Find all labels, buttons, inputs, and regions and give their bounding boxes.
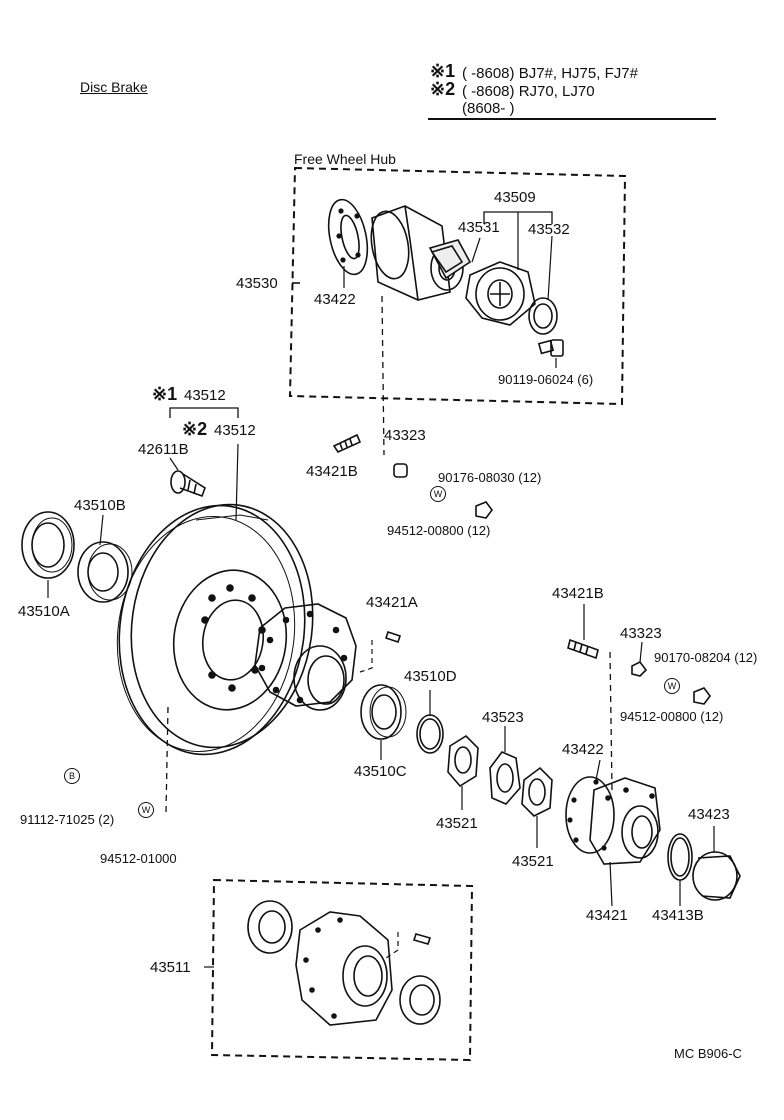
gasket-43422-top <box>327 198 369 276</box>
label-43421: 43421 <box>586 907 628 924</box>
hub-cap-43423 <box>692 851 741 901</box>
knob-43509 <box>465 261 536 326</box>
free-wheel-hub-label: Free Wheel Hub <box>294 151 396 167</box>
label-43323-top: 43323 <box>384 427 426 444</box>
label-43521-b: 43521 <box>512 853 554 870</box>
snap-ring-43413b <box>667 833 693 881</box>
note1-mark: ※1 <box>430 61 456 81</box>
label-43323-right: 43323 <box>620 625 662 642</box>
nut-43323-top <box>393 463 408 478</box>
note2-text: ( -8608) RJ70, LJ70 <box>462 83 595 100</box>
free-wheel-hub-box <box>288 166 627 406</box>
stud-43421b-right <box>567 638 599 660</box>
label-91112: 91112-71025 (2) <box>20 812 115 827</box>
label-43422-right: 43422 <box>562 741 604 758</box>
label-43531: 43531 <box>458 219 500 236</box>
brake-disc-43512 <box>116 503 314 756</box>
flange-43422-right <box>565 776 615 854</box>
outer-bearing-43511 <box>247 900 293 954</box>
bolt-badge: B <box>64 768 80 784</box>
axle-hub-center <box>254 603 357 711</box>
label-43532: 43532 <box>528 221 570 238</box>
hub-assembly-box <box>210 878 474 1062</box>
note3-text: (8608- ) <box>462 100 515 117</box>
label-43509: 43509 <box>494 189 536 206</box>
label-43511: 43511 <box>150 959 191 976</box>
inner-bearing-43511 <box>399 975 441 1025</box>
washer-badge-top: W <box>430 486 446 502</box>
label-43512-a-mark: ※1 <box>152 384 178 404</box>
pin-43511 <box>412 933 432 945</box>
label-43421b-top: 43421B <box>306 463 358 480</box>
lock-washer-43523 <box>489 751 521 805</box>
bolt-90119 <box>537 339 564 357</box>
label-43512-b: 43512 <box>214 422 256 439</box>
label-90170: 90170-08204 (12) <box>654 650 758 665</box>
label-43510d: 43510D <box>404 668 457 685</box>
label-43523: 43523 <box>482 709 524 726</box>
clutch-43531 <box>428 239 472 280</box>
label-43521-a: 43521 <box>436 815 478 832</box>
bearing-43510c <box>360 684 407 740</box>
label-94512-top: 94512-00800 (12) <box>387 523 491 538</box>
label-43422-top: 43422 <box>314 291 356 308</box>
oil-seal-43510a <box>21 511 75 579</box>
label-43423: 43423 <box>688 806 730 823</box>
label-90176: 90176-08030 (12) <box>438 470 542 485</box>
footer-code: MC B906-C <box>674 1046 742 1061</box>
label-43530: 43530 <box>236 275 278 292</box>
label-43512-b-mark: ※2 <box>182 419 208 439</box>
label-43421b-right: 43421B <box>552 585 604 602</box>
label-43510b: 43510B <box>74 497 126 514</box>
ring-43532 <box>528 297 558 335</box>
label-90119: 90119-06024 (6) <box>498 372 594 387</box>
section-title: Disc Brake <box>80 79 148 95</box>
hub-subassy-43511 <box>295 911 393 1026</box>
nut-90176-top <box>475 501 493 519</box>
drive-flange-43421 <box>589 777 661 865</box>
label-42611b: 42611B <box>138 441 189 458</box>
snap-ring-43510d <box>416 714 444 754</box>
nut-43323-right <box>631 660 648 677</box>
label-43421a: 43421A <box>366 594 418 611</box>
label-94512-01000: 94512-01000 <box>100 851 177 866</box>
label-43413b: 43413B <box>652 907 704 924</box>
knock-pin-43421a <box>384 630 402 644</box>
bearing-43510b <box>77 541 133 603</box>
label-94512-right: 94512-00800 (12) <box>620 709 724 724</box>
stud-43421b-top <box>332 433 362 454</box>
note1-text: ( -8608) BJ7#, HJ75, FJ7# <box>462 65 638 82</box>
washer-badge-right: W <box>664 678 680 694</box>
hub-bolt-42611b <box>170 470 206 498</box>
label-43510c: 43510C <box>354 763 407 780</box>
label-43512-a: 43512 <box>184 387 226 404</box>
nut-90170-right <box>693 687 711 705</box>
note2-mark: ※2 <box>430 79 456 99</box>
lock-nut-43521-b <box>521 766 553 817</box>
label-43510a: 43510A <box>18 603 70 620</box>
lock-nut-43521-a <box>447 734 479 788</box>
washer-badge-left: W <box>138 802 154 818</box>
